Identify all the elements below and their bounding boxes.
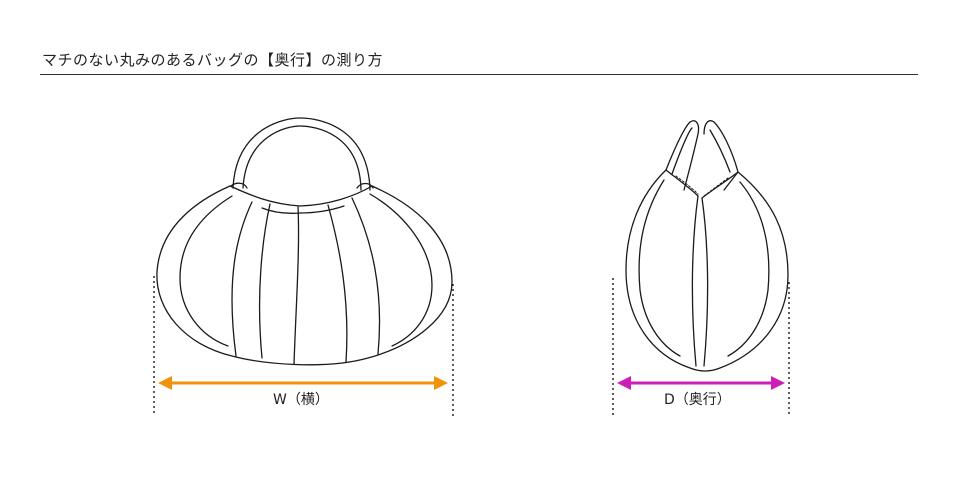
side-bag-handle-right xyxy=(703,120,739,191)
side-bag-body xyxy=(625,169,789,372)
width-label: W（横） xyxy=(273,392,329,408)
title-underline xyxy=(40,74,918,75)
depth-label: D（奥行） xyxy=(664,392,731,408)
page-title: マチのない丸みのあるバッグの【奥行】の測り方 xyxy=(42,51,384,69)
front-bag-illustration xyxy=(156,117,453,366)
width-arrow xyxy=(158,376,448,390)
side-bag-illustration xyxy=(625,120,789,372)
side-bag-handle-left xyxy=(665,120,700,191)
front-bag-body xyxy=(156,185,453,366)
front-bag-handle xyxy=(232,117,371,191)
depth-arrow xyxy=(617,376,785,390)
